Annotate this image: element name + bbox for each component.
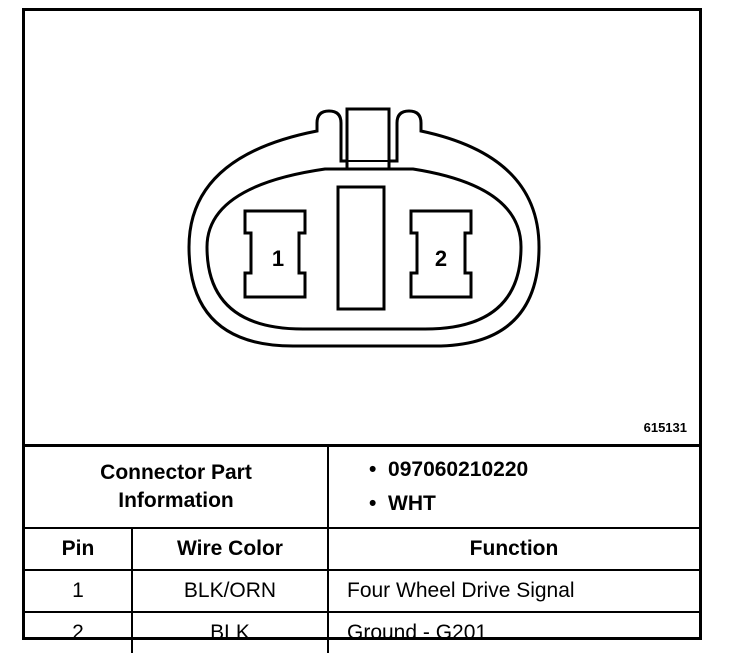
header-wire-color: Wire Color xyxy=(131,527,329,571)
row-pin: 1 xyxy=(25,569,133,613)
connector-latch-rail xyxy=(345,107,391,171)
pin-cavity-1 xyxy=(243,209,307,299)
header-pin: Pin xyxy=(25,527,133,571)
connector-center-key xyxy=(336,185,386,311)
row-pin: 2 xyxy=(25,611,133,653)
table-row: 1 BLK/ORN Four Wheel Drive Signal xyxy=(25,569,699,613)
connector-color-item: • WHT xyxy=(369,492,436,515)
pin-label-2: 2 xyxy=(435,246,447,271)
connector-info-table: Connector Part Information • 09706021022… xyxy=(25,444,699,653)
header-function: Function xyxy=(327,527,699,571)
table-row: 2 BLK Ground - G201 xyxy=(25,611,699,653)
connector-part-info-values: • 097060210220 • WHT xyxy=(327,444,699,529)
connector-outer-shell xyxy=(187,109,541,348)
row-function: Ground - G201 xyxy=(327,611,699,653)
row-function: Four Wheel Drive Signal xyxy=(327,569,699,613)
row-wire-color: BLK/ORN xyxy=(131,569,329,613)
connector-diagram: 1 2 615131 xyxy=(25,11,699,444)
pin-label-1: 1 xyxy=(272,246,284,271)
connector-color: WHT xyxy=(388,492,436,515)
part-number-item: • 097060210220 xyxy=(369,458,529,481)
connector-inner-body xyxy=(205,167,523,331)
pin-cavity-2 xyxy=(409,209,473,299)
connector-face-drawing: 1 2 xyxy=(187,107,541,348)
row-wire-color: BLK xyxy=(131,611,329,653)
connector-part-info-label: Connector Part Information xyxy=(25,444,329,529)
table-header-row: Pin Wire Color Function xyxy=(25,527,699,571)
connector-frame: 1 2 615131 Connector Part Information • … xyxy=(22,8,702,653)
figure-id: 615131 xyxy=(643,420,687,435)
part-number: 097060210220 xyxy=(388,458,529,481)
